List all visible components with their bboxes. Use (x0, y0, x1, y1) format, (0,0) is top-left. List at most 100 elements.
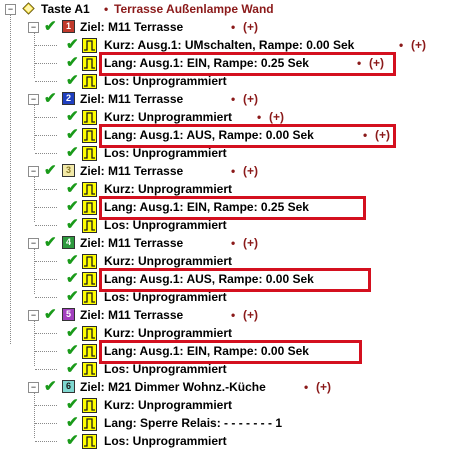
lang-row[interactable]: ✔ Lang: Ausg.1: AUS, Rampe: 0.00 Sek (0, 270, 450, 288)
button-diamond-icon (22, 2, 35, 15)
target-plus: (+) (243, 236, 258, 250)
target-number-badge: 1 (62, 20, 75, 33)
target-plus: (+) (243, 164, 258, 178)
check-icon: ✔ (44, 18, 57, 35)
target-row[interactable]: − ✔ 6 Ziel: M21 Dimmer Wohnz.-Küche • (+… (0, 378, 450, 396)
lang-row-text: Lang: Ausg.1: AUS, Rampe: 0.00 Sek (104, 272, 314, 286)
kurz-row[interactable]: ✔ Kurz: Unprogrammiert (0, 324, 450, 342)
tree-root[interactable]: − Taste A1 • Terrasse Außenlampe Wand (0, 0, 450, 18)
pulse-icon (82, 200, 97, 215)
kurz-row[interactable]: ✔ Kurz: Unprogrammiert (0, 108, 450, 126)
lang-row[interactable]: ✔ Lang: Sperre Relais: - - - - - - - 1 (0, 414, 450, 432)
highlight-box (99, 340, 362, 364)
los-row[interactable]: ✔ Los: Unprogrammiert (0, 432, 450, 450)
kurz-row[interactable]: ✔ Kurz: Ausg.1: UMschalten, Rampe: 0.00 … (0, 36, 450, 54)
branch-line (35, 441, 57, 442)
los-row[interactable]: ✔ Los: Unprogrammiert (0, 288, 450, 306)
target-number-badge: 4 (62, 236, 75, 249)
pulse-icon (82, 344, 97, 359)
row-marker: • (357, 56, 362, 70)
collapse-icon[interactable]: − (28, 22, 39, 33)
target-row[interactable]: − ✔ 5 Ziel: M11 Terrasse • (+) (0, 306, 450, 324)
target-label: Ziel: M21 Dimmer Wohnz.-Küche (80, 380, 266, 394)
target-marker: • (231, 20, 236, 34)
los-row[interactable]: ✔ Los: Unprogrammiert (0, 360, 450, 378)
los-row[interactable]: ✔ Los: Unprogrammiert (0, 144, 450, 162)
check-icon: ✔ (66, 396, 79, 413)
target-row[interactable]: − ✔ 2 Ziel: M11 Terrasse • (+) (0, 90, 450, 108)
collapse-icon[interactable]: − (28, 94, 39, 105)
check-icon: ✔ (66, 144, 79, 161)
target-row[interactable]: − ✔ 1 Ziel: M11 Terrasse • (+) (0, 18, 450, 36)
kurz-row[interactable]: ✔ Kurz: Unprogrammiert (0, 396, 450, 414)
los-row[interactable]: ✔ Los: Unprogrammiert (0, 72, 450, 90)
root-description: Terrasse Außenlampe Wand (114, 2, 274, 16)
branch-line (35, 297, 57, 298)
highlight-box (99, 124, 396, 148)
lang-row[interactable]: ✔ Lang: Ausg.1: AUS, Rampe: 0.00 Sek (0, 126, 450, 144)
target-plus: (+) (316, 380, 331, 394)
los-row[interactable]: ✔ Los: Unprogrammiert (0, 216, 450, 234)
target-marker: • (231, 308, 236, 322)
kurz-row-text: Kurz: Unprogrammiert (104, 254, 233, 268)
highlight-box (99, 196, 366, 220)
collapse-icon[interactable]: − (28, 238, 39, 249)
branch-line (35, 333, 57, 334)
kurz-row[interactable]: ✔ Kurz: Unprogrammiert (0, 252, 450, 270)
pulse-icon (82, 254, 97, 269)
pulse-icon (82, 326, 97, 341)
check-icon: ✔ (66, 72, 79, 89)
branch-line (35, 225, 57, 226)
row-plus: (+) (375, 128, 390, 142)
pulse-icon (82, 38, 97, 53)
target-row[interactable]: − ✔ 4 Ziel: M11 Terrasse • (+) (0, 234, 450, 252)
lang-row-text: Lang: Ausg.1: EIN, Rampe: 0.25 Sek (104, 56, 309, 70)
pulse-icon (82, 416, 97, 431)
lang-row[interactable]: ✔ Lang: Ausg.1: EIN, Rampe: 0.00 Sek (0, 342, 450, 360)
target-label: Ziel: M11 Terrasse (80, 20, 184, 34)
branch-line (35, 63, 57, 64)
branch-line (35, 279, 57, 280)
check-icon: ✔ (44, 90, 57, 107)
pulse-icon (82, 218, 97, 233)
collapse-icon[interactable]: − (28, 382, 39, 393)
branch-line (35, 117, 57, 118)
check-icon: ✔ (44, 234, 57, 251)
pulse-icon (82, 434, 97, 449)
row-marker: • (257, 110, 262, 124)
collapse-icon[interactable]: − (28, 310, 39, 321)
row-plus: (+) (369, 56, 384, 70)
root-marker: • (104, 2, 109, 16)
pulse-icon (82, 146, 97, 161)
target-label: Ziel: M11 Terrasse (80, 164, 184, 178)
pulse-icon (82, 362, 97, 377)
sub-connector (34, 320, 35, 366)
check-icon: ✔ (66, 288, 79, 305)
kurz-row-text: Kurz: Ausg.1: UMschalten, Rampe: 0.00 Se… (104, 38, 355, 52)
lang-row[interactable]: ✔ Lang: Ausg.1: EIN, Rampe: 0.25 Sek (0, 54, 450, 72)
sub-connector (34, 32, 35, 78)
check-icon: ✔ (66, 324, 79, 341)
branch-line (35, 189, 57, 190)
lang-row[interactable]: ✔ Lang: Ausg.1: EIN, Rampe: 0.25 Sek (0, 198, 450, 216)
lang-row-text: Lang: Ausg.1: EIN, Rampe: 0.25 Sek (104, 200, 309, 214)
kurz-row[interactable]: ✔ Kurz: Unprogrammiert (0, 180, 450, 198)
branch-line (35, 153, 57, 154)
branch-line (35, 351, 57, 352)
check-icon: ✔ (66, 126, 79, 143)
kurz-row-text: Kurz: Unprogrammiert (104, 398, 233, 412)
collapse-icon[interactable]: − (28, 166, 39, 177)
sub-connector (34, 104, 35, 150)
row-marker: • (363, 128, 368, 142)
los-row-text: Los: Unprogrammiert (104, 290, 227, 304)
target-number-badge: 5 (62, 308, 75, 321)
target-row[interactable]: − ✔ 3 Ziel: M11 Terrasse • (+) (0, 162, 450, 180)
target-marker: • (231, 236, 236, 250)
lang-row-text: Lang: Ausg.1: EIN, Rampe: 0.00 Sek (104, 344, 309, 358)
branch-line (35, 369, 57, 370)
row-plus: (+) (269, 110, 284, 124)
check-icon: ✔ (44, 306, 57, 323)
target-label: Ziel: M11 Terrasse (80, 236, 184, 250)
target-plus: (+) (243, 92, 258, 106)
check-icon: ✔ (66, 36, 79, 53)
